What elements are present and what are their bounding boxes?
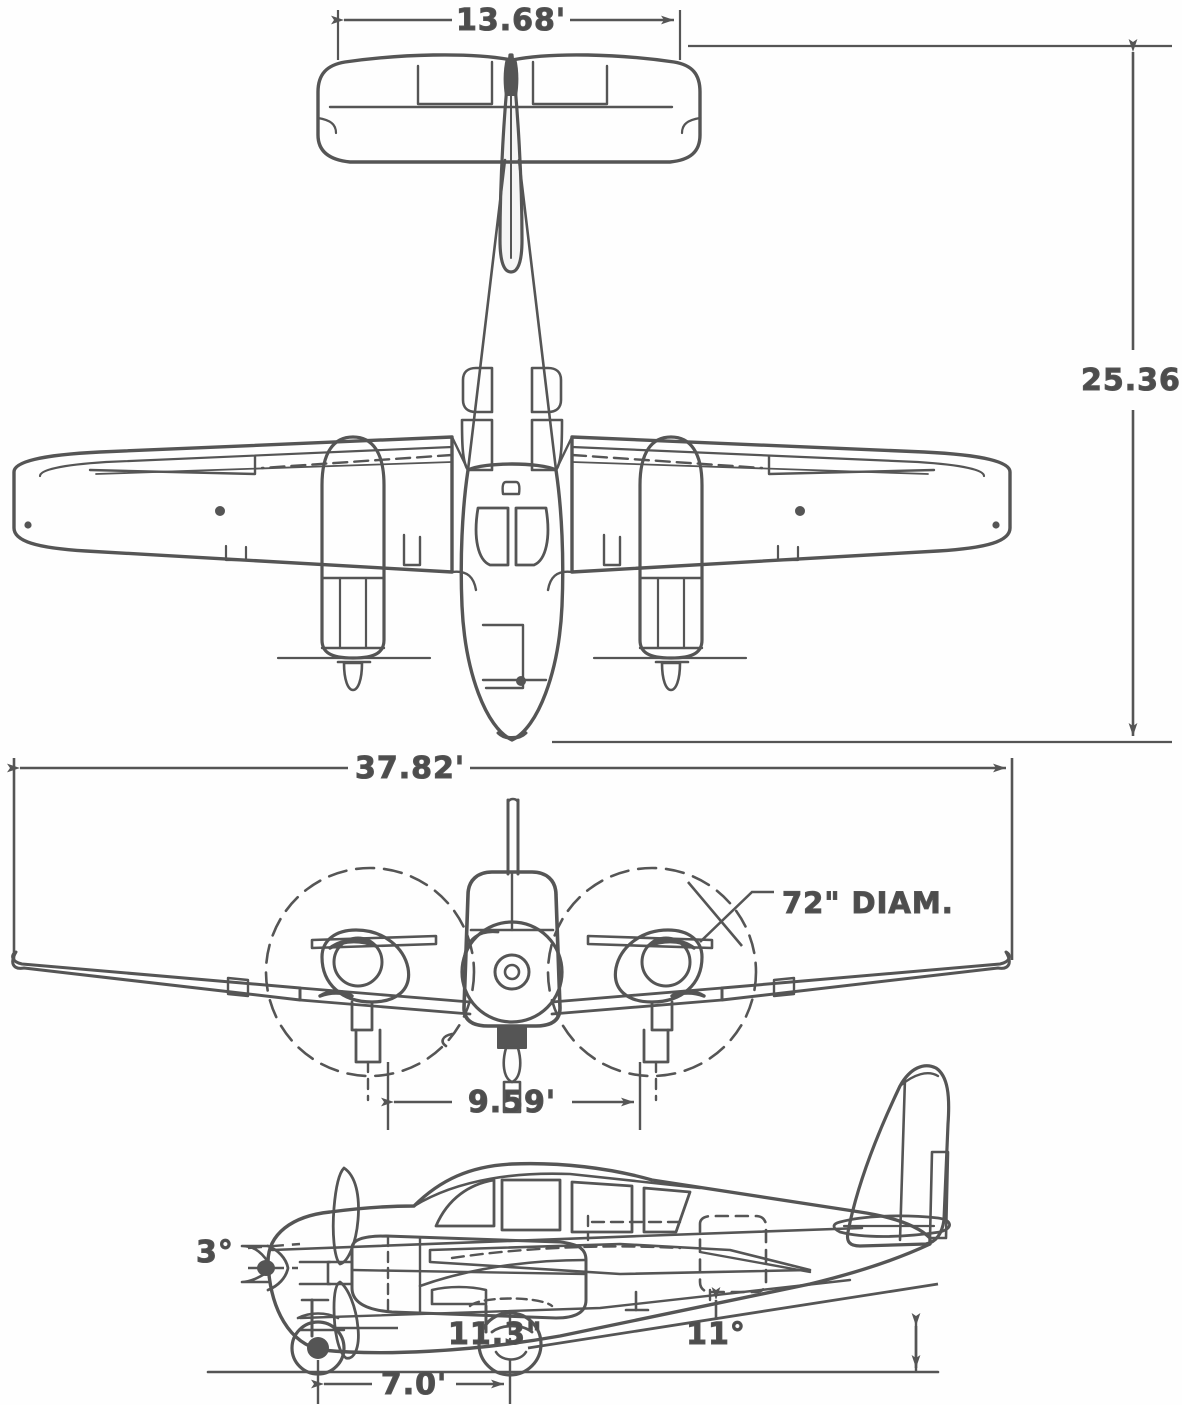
vertical-fin-plan xyxy=(498,53,524,274)
dimension-wing-span: 37.82' xyxy=(7,751,1014,960)
front-view xyxy=(11,797,1011,1114)
dim-label-stabilizer-span: 13.68' xyxy=(456,3,566,38)
dim-label-prop-clearance: 11.3" xyxy=(448,1317,543,1352)
callout-propeller-diameter: 72" DIAM. xyxy=(687,881,954,947)
callout-label-propeller-diameter: 72" DIAM. xyxy=(782,886,954,920)
rear-fuselage-plan xyxy=(466,158,558,472)
dimension-overall-length: 25.36' xyxy=(552,39,1182,744)
vertical-tail-side xyxy=(845,1064,951,1248)
dim-label-wing-span: 37.82' xyxy=(355,751,465,786)
dimension-wheel-base: 7.0' xyxy=(311,1360,512,1404)
left-wing-front xyxy=(11,950,472,1016)
wing-side xyxy=(428,1242,812,1276)
dimension-stabilizer-span: 13.68' xyxy=(331,3,682,60)
leader-cross xyxy=(687,881,743,947)
propeller-disc-right xyxy=(546,866,758,1078)
callout-wing-incidence: 3° xyxy=(196,1235,301,1271)
baggage-door-dashed xyxy=(698,1214,768,1294)
left-engine-nacelle-plan xyxy=(276,435,432,692)
left-flap-hinge-dashed xyxy=(260,453,454,470)
fuselage-plan xyxy=(450,366,574,742)
right-wing-plan xyxy=(570,435,1012,574)
fuselage-front xyxy=(441,870,564,1114)
engine-nacelle-side xyxy=(350,1234,588,1320)
right-flap-hinge-dashed xyxy=(570,453,764,470)
dim-label-overall-length: 25.36' xyxy=(1081,363,1182,398)
callout-tail-down-angle: 11° xyxy=(527,1282,939,1372)
horizontal-tail-side xyxy=(832,1214,951,1238)
vertical-fin-front xyxy=(506,797,520,876)
ventral-details-side xyxy=(624,1288,712,1312)
plan-view xyxy=(12,53,1012,742)
dimension-prop-clearance: 11.3" xyxy=(334,1317,543,1353)
dim-label-wheel-base: 7.0' xyxy=(381,1367,447,1402)
right-engine-nacelle-plan xyxy=(592,435,748,692)
leader-line xyxy=(699,890,774,943)
side-view xyxy=(206,1064,951,1377)
dim-label-gear-track: 9.59' xyxy=(468,1085,556,1120)
dimension-gear-track: 9.59' xyxy=(381,1062,642,1130)
left-nacelle-front xyxy=(310,928,438,1102)
angle-line xyxy=(527,1282,939,1350)
cabin-windows-side xyxy=(434,1178,768,1294)
angle-ref-line-upper xyxy=(247,1242,301,1250)
callout-label-wing-incidence: 3° xyxy=(196,1235,234,1270)
right-nacelle-front xyxy=(586,928,714,1102)
callout-label-tail-down-angle: 11° xyxy=(686,1317,746,1352)
right-wing-front xyxy=(550,950,1011,1016)
propeller-disc-left xyxy=(264,866,476,1078)
left-wing-plan xyxy=(12,435,454,574)
